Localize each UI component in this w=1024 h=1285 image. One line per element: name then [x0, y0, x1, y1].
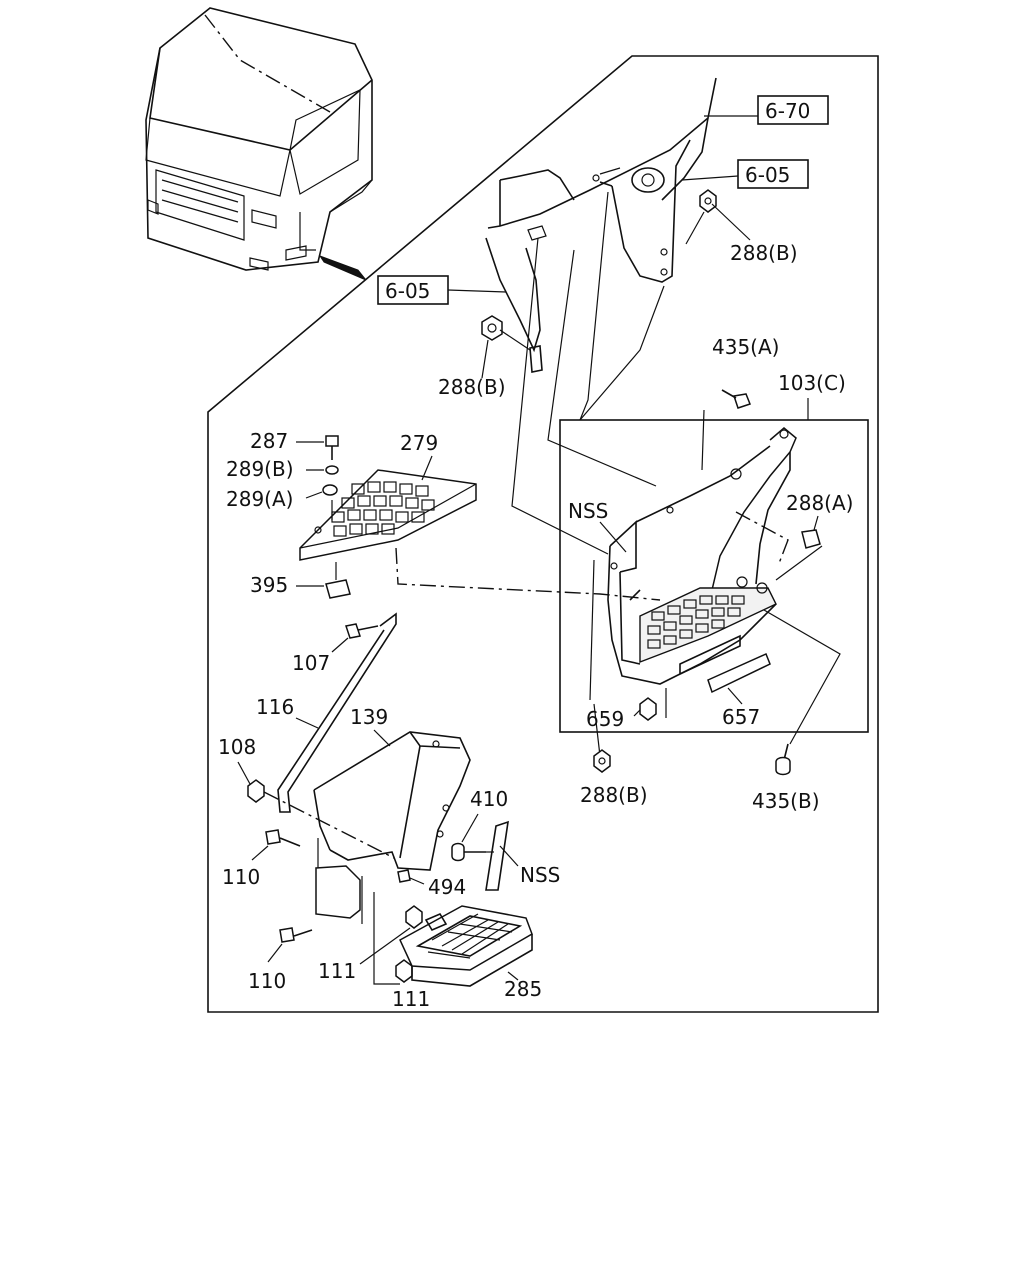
nut-111-upper — [405, 905, 423, 929]
bolt-110-lower — [279, 927, 313, 943]
label-288b-2: 288(B) — [438, 375, 506, 399]
label-289a: 289(A) — [226, 487, 293, 511]
label-435a: 435(A) — [712, 335, 779, 359]
bolt-110-upper — [265, 829, 301, 847]
nut-288b-left — [481, 315, 503, 341]
label-285: 285 — [504, 977, 542, 1001]
label-108: 108 — [218, 735, 256, 759]
screw-494 — [397, 869, 411, 883]
nut-659 — [639, 697, 657, 721]
nut-288b-bottom — [593, 749, 611, 773]
label-139: 139 — [350, 705, 388, 729]
bolt-435b — [775, 743, 791, 776]
label-103c: 103(C) — [778, 371, 846, 395]
label-289b: 289(B) — [226, 457, 294, 481]
step-plate-279 — [299, 469, 477, 561]
ref-label-605-left: 6-05 — [385, 279, 430, 303]
label-116: 116 — [256, 695, 294, 719]
mudflap-plate — [315, 865, 361, 919]
label-nss-2: NSS — [520, 863, 560, 887]
bolt-287 — [325, 435, 339, 460]
label-nss-1: NSS — [568, 499, 608, 523]
step-assembly-103c — [607, 427, 797, 685]
ref-box-605-top — [737, 159, 809, 189]
nut-288b-top — [699, 189, 717, 213]
label-279: 279 — [400, 431, 438, 455]
label-395: 395 — [250, 573, 288, 597]
strap-116 — [277, 612, 397, 813]
bracket-139 — [313, 731, 471, 871]
reflector-657 — [707, 652, 771, 694]
ref-box-670 — [757, 95, 829, 125]
nut-111-lower — [395, 959, 413, 983]
truck-cab-illustration — [145, 7, 373, 281]
diagram-frame — [207, 55, 879, 1013]
ref-label-670: 6-70 — [765, 99, 810, 123]
label-288b-1: 288(B) — [730, 241, 798, 265]
clip-395 — [325, 579, 351, 599]
label-435b: 435(B) — [752, 789, 820, 813]
label-410: 410 — [470, 787, 508, 811]
label-659: 659 — [586, 707, 624, 731]
label-110-1: 110 — [222, 865, 260, 889]
clip-288a — [801, 529, 821, 549]
label-657: 657 — [722, 705, 760, 729]
washer-289b — [325, 465, 339, 475]
label-111-2: 111 — [392, 987, 430, 1011]
ref-label-605-top: 6-05 — [745, 163, 790, 187]
bolt-435a — [721, 389, 751, 409]
label-111-1: 111 — [318, 959, 356, 983]
washer-289a — [322, 484, 338, 496]
body-panel-upper — [485, 77, 717, 373]
inset-frame-103c — [559, 419, 869, 733]
label-494: 494 — [428, 875, 466, 899]
label-288a: 288(A) — [786, 491, 853, 515]
label-107: 107 — [292, 651, 330, 675]
label-110-2: 110 — [248, 969, 286, 993]
bolt-107 — [345, 623, 379, 639]
label-287: 287 — [250, 429, 288, 453]
label-288b-3: 288(B) — [580, 783, 648, 807]
nut-108 — [247, 779, 265, 803]
bracket-nss — [485, 820, 509, 891]
bolt-410 — [451, 842, 486, 862]
lower-step-285 — [399, 905, 533, 987]
